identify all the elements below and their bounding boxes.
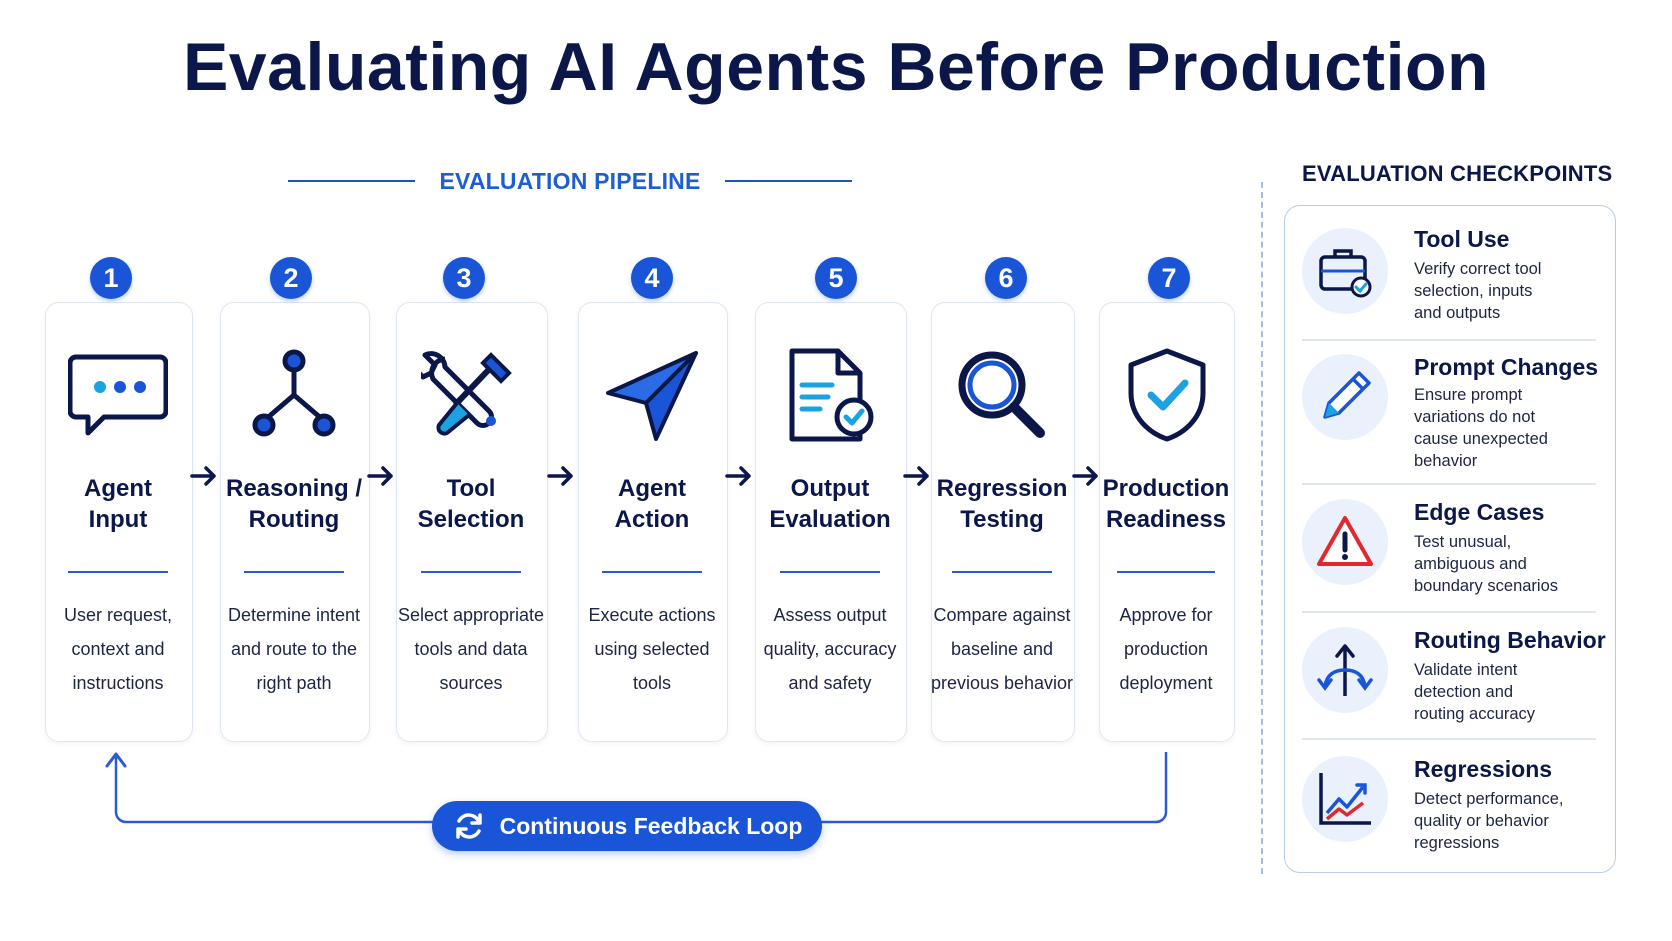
step-divider <box>952 571 1052 573</box>
flow-arrow-icon <box>367 466 393 486</box>
step-number-badge: 4 <box>631 257 673 299</box>
flow-arrow-icon <box>547 466 573 486</box>
feedback-loop-pill: Continuous Feedback Loop <box>432 801 822 851</box>
split-arrows-icon <box>1302 627 1388 713</box>
step-divider <box>602 571 702 573</box>
heading-rule-right <box>724 180 852 182</box>
step-title: Reasoning /Routing <box>225 475 363 533</box>
step-number-badge: 3 <box>443 257 485 299</box>
routing-tree-icon <box>244 345 344 445</box>
magnifier-icon <box>952 345 1052 445</box>
step-number-badge: 1 <box>90 257 132 299</box>
step-divider <box>780 571 880 573</box>
feedback-loop-label: Continuous Feedback Loop <box>499 812 803 839</box>
flow-arrow-icon <box>903 466 929 486</box>
checkpoint-separator <box>1302 611 1596 613</box>
paper-plane-icon <box>602 345 702 445</box>
step-card-7 <box>1099 302 1235 742</box>
wrench-screwdriver-icon <box>411 345 521 445</box>
heading-rule-left <box>288 180 416 182</box>
page-title: Evaluating AI Agents Before Production <box>182 29 1490 105</box>
checkpoint-title: Routing Behavior <box>1414 627 1606 653</box>
shield-check-icon <box>1117 345 1217 445</box>
checkpoint-title: Tool Use <box>1414 226 1510 252</box>
pipeline-heading-text: EVALUATION PIPELINE <box>439 167 701 194</box>
refresh-icon <box>455 813 482 839</box>
step-divider <box>421 571 521 573</box>
checkpoint-separator <box>1302 339 1596 341</box>
warning-triangle-icon <box>1302 499 1388 585</box>
pipeline-heading: EVALUATION PIPELINE <box>280 166 860 196</box>
step-number-badge: 6 <box>985 257 1027 299</box>
chat-bubble-icon <box>67 345 169 445</box>
checkpoint-title: Regressions <box>1414 756 1553 782</box>
checkpoint-separator <box>1302 738 1596 740</box>
step-number-badge: 5 <box>815 257 857 299</box>
checkpoint-regressions: Regressions Detect performance,quality o… <box>1302 754 1598 866</box>
pencil-icon <box>1302 354 1388 440</box>
checkpoint-title: Edge Cases <box>1414 499 1545 525</box>
checkpoint-title: Prompt Changes <box>1414 354 1599 380</box>
step-number-badge: 2 <box>270 257 312 299</box>
flow-arrow-icon <box>725 466 751 486</box>
step-divider <box>68 571 168 573</box>
step-card-5 <box>755 302 907 742</box>
section-divider <box>1261 182 1263 874</box>
document-check-icon <box>780 345 880 445</box>
flow-arrow-icon <box>1072 466 1098 486</box>
step-divider <box>1117 571 1215 573</box>
checkpoint-separator <box>1302 483 1596 485</box>
flow-arrow-icon <box>190 466 216 486</box>
step-card-6 <box>931 302 1075 742</box>
checkpoints-heading: EVALUATION CHECKPOINTS <box>1302 161 1613 186</box>
trend-chart-icon <box>1302 756 1388 842</box>
toolbox-check-icon <box>1302 228 1388 314</box>
step-number-badge: 7 <box>1148 257 1190 299</box>
step-divider <box>244 571 344 573</box>
